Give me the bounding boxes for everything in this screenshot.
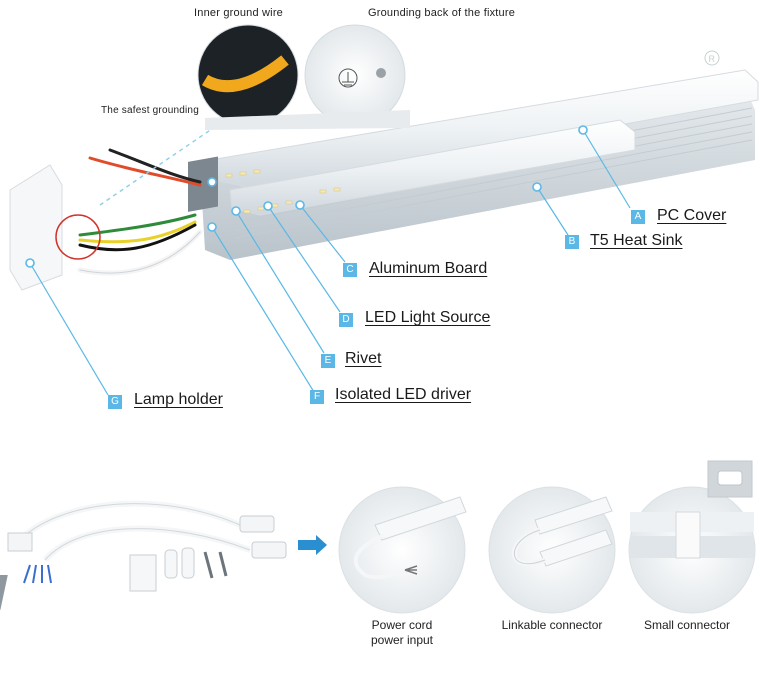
linkable-connector-detail xyxy=(488,486,616,614)
leader-lines xyxy=(29,129,631,396)
tag-b: B xyxy=(565,235,579,249)
inner-ground-wire-caption: Inner ground wire xyxy=(194,7,284,19)
watermark xyxy=(268,388,372,517)
label-led-light-source: LED Light Source xyxy=(365,309,491,326)
tag-e: E xyxy=(321,354,335,368)
safest-grounding-caption: The safest grounding xyxy=(101,105,199,116)
lamp-holder-shape xyxy=(9,164,101,291)
svg-text:R: R xyxy=(709,54,716,64)
power-cord-caption: Power cord power input xyxy=(352,618,452,648)
tag-c: C xyxy=(343,263,357,277)
fixture-illustration xyxy=(188,69,759,260)
small-connector-caption: Small connector xyxy=(643,618,731,632)
linkable-connector-caption: Linkable connector xyxy=(501,618,603,632)
tag-a: A xyxy=(631,210,645,224)
label-rivet: Rivet xyxy=(345,350,382,367)
label-pc-cover: PC Cover xyxy=(657,207,727,224)
grounding-back-caption: Grounding back of the fixture xyxy=(368,7,516,19)
accessories-illustration xyxy=(0,500,287,610)
power-cord-caption-line1: Power cord xyxy=(371,618,433,632)
tag-g: G xyxy=(108,395,122,409)
label-lamp-holder: Lamp holder xyxy=(134,391,223,408)
small-connector-detail xyxy=(628,460,756,614)
label-aluminum-board: Aluminum Board xyxy=(369,260,488,277)
arrow-icon xyxy=(298,535,327,555)
label-t5-heat-sink: T5 Heat Sink xyxy=(590,232,683,249)
tag-d: D xyxy=(339,313,353,327)
power-cord-detail xyxy=(338,486,467,614)
tag-f: F xyxy=(310,390,324,404)
inner-ground-wire-closeup xyxy=(197,24,299,126)
leader-dots xyxy=(25,125,588,268)
power-cord-caption-line2: power input xyxy=(370,633,434,647)
wires xyxy=(77,148,203,276)
grounding-back-closeup xyxy=(304,24,406,126)
label-isolated-led-driver: Isolated LED driver xyxy=(335,386,472,403)
